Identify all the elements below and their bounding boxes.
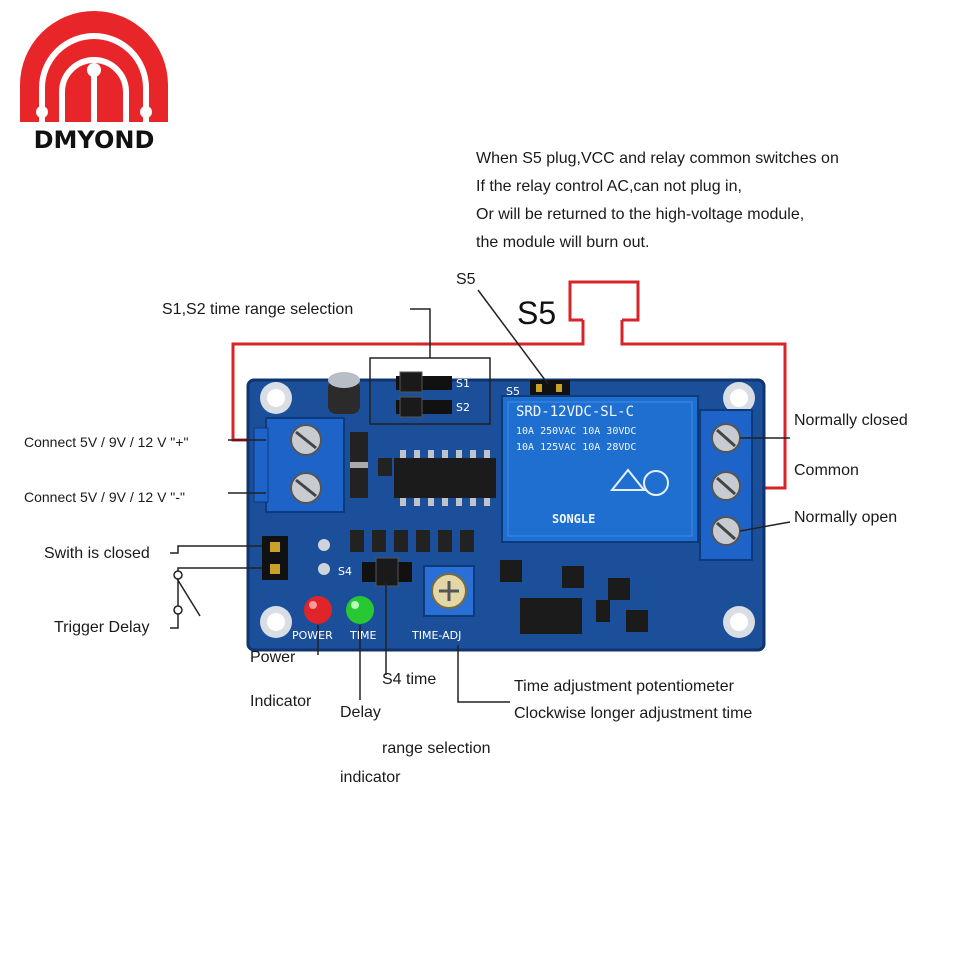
silk-time-adj: TIME-ADJ: [412, 629, 462, 642]
normally-closed-label: Normally closed: [794, 412, 908, 429]
trigger-delay-label: Trigger Delay: [54, 619, 150, 636]
ic-chip: [394, 450, 496, 506]
range-selection-label: range selection: [382, 740, 491, 757]
smd-component: [378, 458, 392, 476]
pcb-board: [246, 371, 766, 652]
relay-terminal-block: [699, 409, 753, 561]
note-line-2: If the relay control AC,can not plug in,: [476, 178, 742, 195]
note-line-1: When S5 plug,VCC and relay common switch…: [476, 150, 839, 167]
silk-s5: S5: [506, 385, 520, 398]
trigger-header: [262, 536, 330, 580]
optocoupler: [520, 598, 582, 634]
power-terminal-block: [253, 417, 345, 513]
smd-resistors: [350, 530, 474, 552]
capacitor: [328, 372, 360, 414]
s1-s2-jumpers: [396, 371, 452, 418]
s5-header: [530, 380, 570, 396]
potentiometer: [423, 565, 475, 617]
relay-rating-1: 10A 250VAC 10A 30VDC: [516, 426, 637, 437]
s4-time-label: S4 time: [382, 671, 437, 688]
normally-open-label: Normally open: [794, 509, 898, 526]
s5-small-label: S5: [456, 271, 476, 288]
switch-closed-label: Swith is closed: [44, 545, 150, 562]
s4-jumper: [362, 557, 412, 587]
delay-label: Delay: [340, 704, 381, 721]
relay-model: SRD-12VDC-SL-C: [516, 404, 635, 420]
mounting-holes: [260, 382, 755, 638]
switch-contacts: [173, 570, 183, 615]
silk-time: TIME: [350, 629, 377, 642]
power-label: Power: [250, 649, 296, 666]
power-led: [304, 596, 332, 624]
time-led: [346, 596, 374, 624]
common-label: Common: [794, 462, 859, 479]
note-line-3: Or will be returned to the high-voltage …: [476, 206, 805, 223]
s1s2-label: S1,S2 time range selection: [162, 301, 354, 318]
time-adj-label-1: Time adjustment potentiometer: [514, 678, 734, 695]
note-line-4: the module will burn out.: [476, 234, 650, 251]
relay-rating-2: 10A 125VAC 10A 28VDC: [516, 442, 637, 453]
transistors: [500, 560, 648, 632]
silk-s4: S4: [338, 565, 352, 578]
brand-name: DMYOND: [33, 126, 155, 154]
connect-plus-label: Connect 5V / 9V / 12 V "+": [24, 434, 189, 450]
relay-brand: SONGLE: [552, 512, 596, 526]
brand-logo: [20, 11, 168, 122]
connect-minus-label: Connect 5V / 9V / 12 V "-": [24, 489, 185, 505]
indicator-label: Indicator: [250, 693, 312, 710]
time-adj-label-2: Clockwise longer adjustment time: [514, 705, 753, 722]
relay: [501, 395, 699, 543]
silk-s2: S2: [456, 401, 470, 414]
callout-lines: [170, 289, 791, 703]
range-indicator-label: indicator: [340, 769, 401, 786]
silk-s1: S1: [456, 377, 470, 390]
s5-big-label: S5: [517, 295, 557, 331]
silk-power: POWER: [292, 629, 333, 642]
